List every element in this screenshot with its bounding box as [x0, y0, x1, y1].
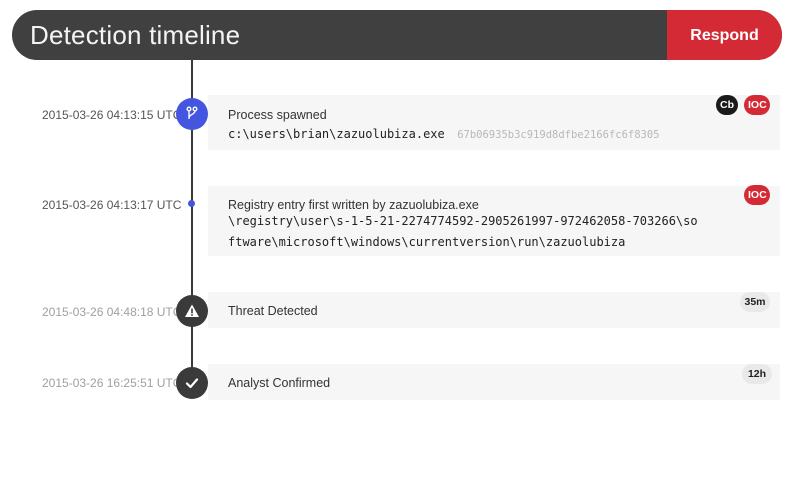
ioc-badge[interactable]: IOC [744, 95, 770, 115]
event-card-analyst-confirmed[interactable]: Analyst Confirmed [208, 364, 780, 400]
process-fork-icon [176, 98, 208, 130]
cb-badge[interactable]: Cb [716, 95, 738, 115]
checkmark-icon-glyph [185, 378, 199, 389]
checkmark-icon [176, 367, 208, 399]
process-hash: 67b06935b3c919d8dfbe2166fc6f8305 [457, 129, 660, 141]
ioc-badge[interactable]: IOC [744, 185, 770, 205]
event-timestamp: 2015-03-26 04:13:17 UTC [42, 198, 182, 212]
event-title: Analyst Confirmed [228, 376, 331, 390]
process-fork-icon-glyph [186, 106, 198, 119]
respond-button[interactable]: Respond [667, 10, 782, 60]
timeline-line [191, 60, 193, 383]
event-card-process-spawned[interactable]: Process spawned c:\users\brian\zazuolubi… [208, 95, 780, 150]
process-path: c:\users\brian\zazuolubiza.exe [228, 127, 445, 141]
page-title: Detection timeline [30, 20, 241, 50]
event-card-threat-detected[interactable]: Threat Detected [208, 292, 780, 328]
duration-badge: 35m [740, 292, 770, 312]
header-bar: Detection timeline Respond [12, 10, 782, 60]
event-timestamp: 2015-03-26 16:25:51 UTC [42, 376, 182, 390]
timeline-dot-icon [188, 200, 195, 207]
event-title: Process spawned [228, 108, 327, 122]
warning-icon [176, 295, 208, 327]
event-detail: c:\users\brian\zazuolubiza.exe 67b06935b… [228, 125, 660, 143]
event-timestamp: 2015-03-26 04:48:18 UTC [42, 305, 182, 319]
event-title: Threat Detected [228, 304, 318, 318]
warning-icon-glyph [185, 304, 199, 317]
duration-badge: 12h [742, 364, 772, 384]
registry-path: \registry\user\s-1-5-21-2274774592-29052… [228, 214, 698, 249]
event-card-registry-entry[interactable]: Registry entry first written by zazuolub… [208, 186, 780, 256]
event-title: Registry entry first written by zazuolub… [228, 198, 479, 212]
event-timestamp: 2015-03-26 04:13:15 UTC [42, 108, 182, 122]
